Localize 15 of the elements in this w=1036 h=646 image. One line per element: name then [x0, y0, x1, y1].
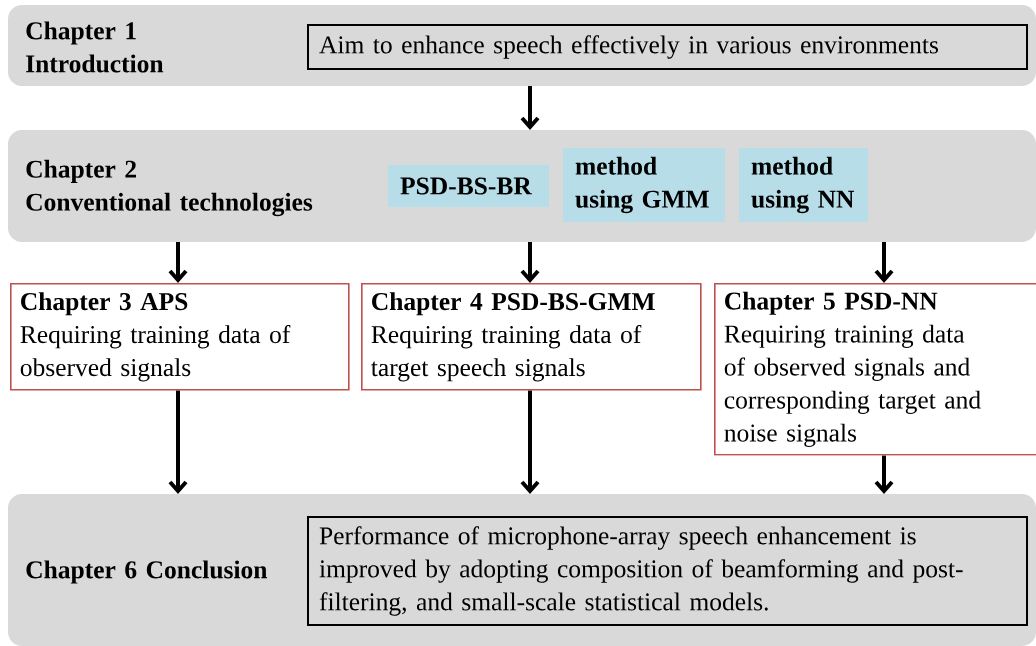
arrow — [168, 390, 188, 494]
arrow — [874, 455, 894, 494]
arrow — [168, 242, 188, 283]
method-box: method using NN — [739, 148, 868, 222]
chapter-box: Chapter 4 PSD-BS-GMM Requiring training data of target speech signals — [361, 283, 702, 391]
text-box: Aim to enhance speech effectively in various environments — [307, 24, 1028, 70]
chapter-box: Chapter 3 APS Requiring training data of observed signals — [10, 283, 350, 391]
arrow — [520, 86, 540, 130]
arrow — [874, 242, 894, 283]
text-box: Performance of microphone-array speech enhancement is improved by adopting composition of beamforming and post-filtering, and small-scale statistical models. — [307, 516, 1028, 626]
method-box: PSD-BS-BR — [388, 165, 549, 207]
arrow — [520, 390, 540, 494]
chapter-box: Chapter 5 PSD-NN Requiring training data of observed signals and corresponding target and noise signals — [714, 283, 1036, 456]
arrow — [520, 242, 540, 283]
method-box: method using GMM — [563, 148, 725, 222]
